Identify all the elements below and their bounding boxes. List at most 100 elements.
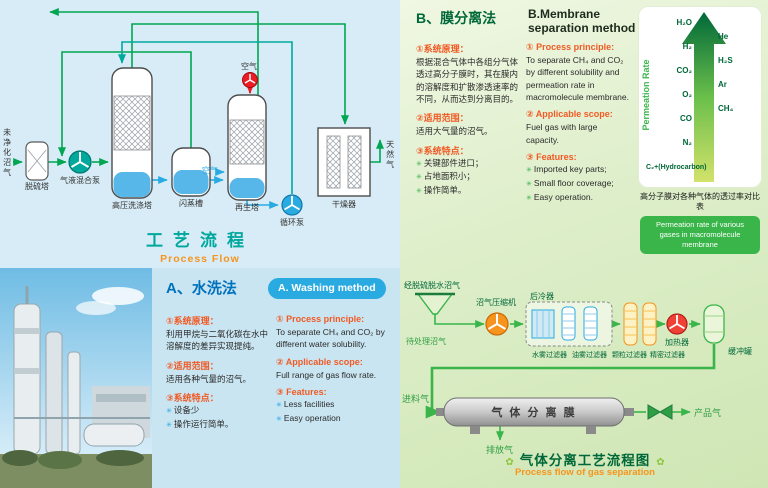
membrane-module <box>436 397 634 434</box>
flow-pipes <box>425 314 716 441</box>
membrane-heading-cn: B、膜分离法 <box>416 10 497 26</box>
feature-text: Less facilities <box>283 398 335 409</box>
fine-filter-icons <box>623 302 657 346</box>
flow-feed-bottom-label: 待处理沼气 <box>406 337 446 346</box>
bullet-icon: ✳ <box>526 180 532 188</box>
gas-label: CO <box>680 114 692 123</box>
gas-label: Ar <box>718 80 727 89</box>
membrane-unit-label: 气 体 分 离 膜 <box>491 407 577 419</box>
washing-method-panel: A、水洗法 A. Washing method ①系统原理： 利用甲烷与二氧化碳… <box>152 268 400 488</box>
flow-title-en: Process flow of gas separation <box>515 467 655 478</box>
flash-tank-label: 闪蒸槽 <box>179 199 203 208</box>
gas-label: CO₂ <box>676 66 692 75</box>
wash-tower-label: 高压洗涤塔 <box>112 201 152 210</box>
bullet-icon: ✳ <box>276 401 282 409</box>
mix-pump-label: 气液混合泵 <box>60 176 100 185</box>
pretreatment-group <box>525 301 613 347</box>
valve-icon <box>647 404 673 420</box>
flow-vent-gas-label: 排放气 <box>486 445 514 455</box>
washing-heading-en: A. Washing method <box>268 278 386 299</box>
membrane-cn-feature: ✳操作简单。 <box>416 184 518 198</box>
gas-separation-flow-diagram <box>415 292 725 441</box>
feature-text: Easy operation <box>283 412 341 423</box>
flow-compressor-label: 沼气压缩机 <box>476 298 516 307</box>
permeation-rate-axis-label: Permeation Rate <box>641 59 651 131</box>
washing-en-column: ① Process principle: To separate CH₄ and… <box>276 308 388 426</box>
flow-feed-top-label: 经脱硫脱水沼气 <box>404 281 460 290</box>
membrane-cn-column: ①系统原理： 根据混合气体中各组分气体透过高分子膜时，其在膜内的溶解度和扩散渗透… <box>416 36 518 198</box>
gas-label: C₂+(Hydrocarbon) <box>646 164 707 171</box>
biogas-compressor-icon <box>485 312 509 336</box>
washing-cn-p1-body: 利用甲烷与二氧化碳在水中溶解度的差异实现提纯。 <box>166 329 269 352</box>
membrane-cn-p1-body: 根据混合气体中各组分气体透过高分子膜时，其在膜内的溶解度和扩散渗透速率的不同，从… <box>416 57 519 104</box>
mix-pump-icon <box>68 150 92 174</box>
feature-text: 关键部件进口； <box>423 157 484 168</box>
gas-label: CH₄ <box>718 104 734 113</box>
buffer-tank-icon <box>703 304 725 344</box>
dryer-shape <box>317 127 371 197</box>
membrane-cn-feature: ✳占地面积小； <box>416 170 518 184</box>
membrane-cn-feature: ✳关键部件进口； <box>416 157 518 171</box>
feature-text: Imported key parts; <box>533 163 607 174</box>
membrane-cn-p3-title: ③系统特点： <box>416 145 469 156</box>
process-flow-title-en: Process Flow <box>160 253 240 265</box>
feature-text: Small floor coverage; <box>533 177 614 188</box>
regen-tower-label: 再生塔 <box>235 203 259 212</box>
washing-cn-feature: ✳操作运行简单。 <box>166 418 268 432</box>
membrane-en-p1-body: To separate CH₄ and CO₂ by different sol… <box>526 55 629 102</box>
flower-icon: ✿ <box>656 457 665 468</box>
dryer-label: 干燥器 <box>332 200 356 209</box>
membrane-en-feature: ✳Small floor coverage; <box>526 177 632 191</box>
bullet-icon: ✳ <box>166 421 172 429</box>
circ-pump-icon <box>281 194 303 216</box>
process-flow-panel: 未净化沼气 脱硫塔 气液混合泵 高压洗涤塔 闪蒸槽 再生塔 循环泵 干燥器 空气… <box>0 0 400 268</box>
washing-en-feature: ✳Less facilities <box>276 398 388 412</box>
membrane-heading-en: B.Membrane separation method <box>528 7 636 35</box>
washing-cn-column: ①系统原理： 利用甲烷与二氧化碳在水中溶解度的差异实现提纯。 ②适用范围： 适用… <box>166 308 268 432</box>
wash-tower-shape <box>111 67 153 199</box>
feed-hopper <box>415 292 455 315</box>
feature-text: Easy operation. <box>533 191 593 202</box>
plant-photo-illustration <box>0 268 152 488</box>
flow-product-gas-label: 产品气 <box>694 408 722 418</box>
membrane-en-p1-title: ① Process principle: <box>526 42 615 52</box>
permeation-chart: Permeation Rate H₂O H₂ CO₂ O₂ CO N₂ He H… <box>638 6 762 188</box>
membrane-en-column: ① Process principle: To separate CH₄ and… <box>526 36 632 204</box>
membrane-en-p2-body: Fuel gas with large capacity. <box>526 122 598 145</box>
feature-text: 设备少 <box>173 404 200 415</box>
membrane-cn-p1-title: ①系统原理： <box>416 44 469 54</box>
washing-cn-p3-title: ③系统特点： <box>166 392 219 403</box>
gas-label: H₂ <box>682 42 692 51</box>
washing-cn-feature: ✳设备少 <box>166 404 268 418</box>
permeation-arrow-icon <box>682 12 726 182</box>
washing-heading-cn: A、水洗法 <box>166 280 237 297</box>
regen-tower-shape <box>227 94 267 201</box>
gas-label: N₂ <box>682 138 692 147</box>
air-blower-icon <box>242 72 258 88</box>
bullet-icon: ✳ <box>416 188 422 196</box>
circ-pump-label: 循环泵 <box>280 218 304 227</box>
flow-water-filter-label: 水雾过滤器 <box>532 352 567 359</box>
flow-particle-filter-label: 颗粒过滤器 <box>612 352 647 359</box>
bullet-icon: ✳ <box>166 407 172 415</box>
membrane-en-p3-title: ③ Features: <box>526 151 577 162</box>
desulfurizer-vessel <box>25 141 49 181</box>
gas-label: He <box>718 32 729 41</box>
membrane-en-p2-title: ② Applicable scope: <box>526 109 613 120</box>
product-gas-label: 天然气 <box>385 140 395 170</box>
washing-cn-p2-body: 适用各种气量的沼气。 <box>166 373 252 384</box>
feature-text: 操作运行简单。 <box>173 418 234 429</box>
desulfurizer-label: 脱硫塔 <box>25 182 49 191</box>
process-flow-title-cn: 工艺流程 <box>146 231 254 250</box>
bullet-icon: ✳ <box>526 194 532 202</box>
membrane-cn-p2-body: 适用大气量的沼气。 <box>416 126 493 137</box>
membrane-cn-p2-title: ②适用范围： <box>416 113 469 124</box>
flow-buffer-tank-label: 缓冲罐 <box>728 347 752 356</box>
membrane-en-feature: ✳Imported key parts; <box>526 163 632 177</box>
washing-en-p1-body: To separate CH₄ and CO₂ by different wat… <box>276 327 385 350</box>
chart-caption-en: Permeation rate of various gases in macr… <box>640 216 760 255</box>
washing-en-feature: ✳Easy operation <box>276 412 388 426</box>
bullet-icon: ✳ <box>276 415 282 423</box>
washing-en-p3-title: ③ Features: <box>276 386 327 397</box>
